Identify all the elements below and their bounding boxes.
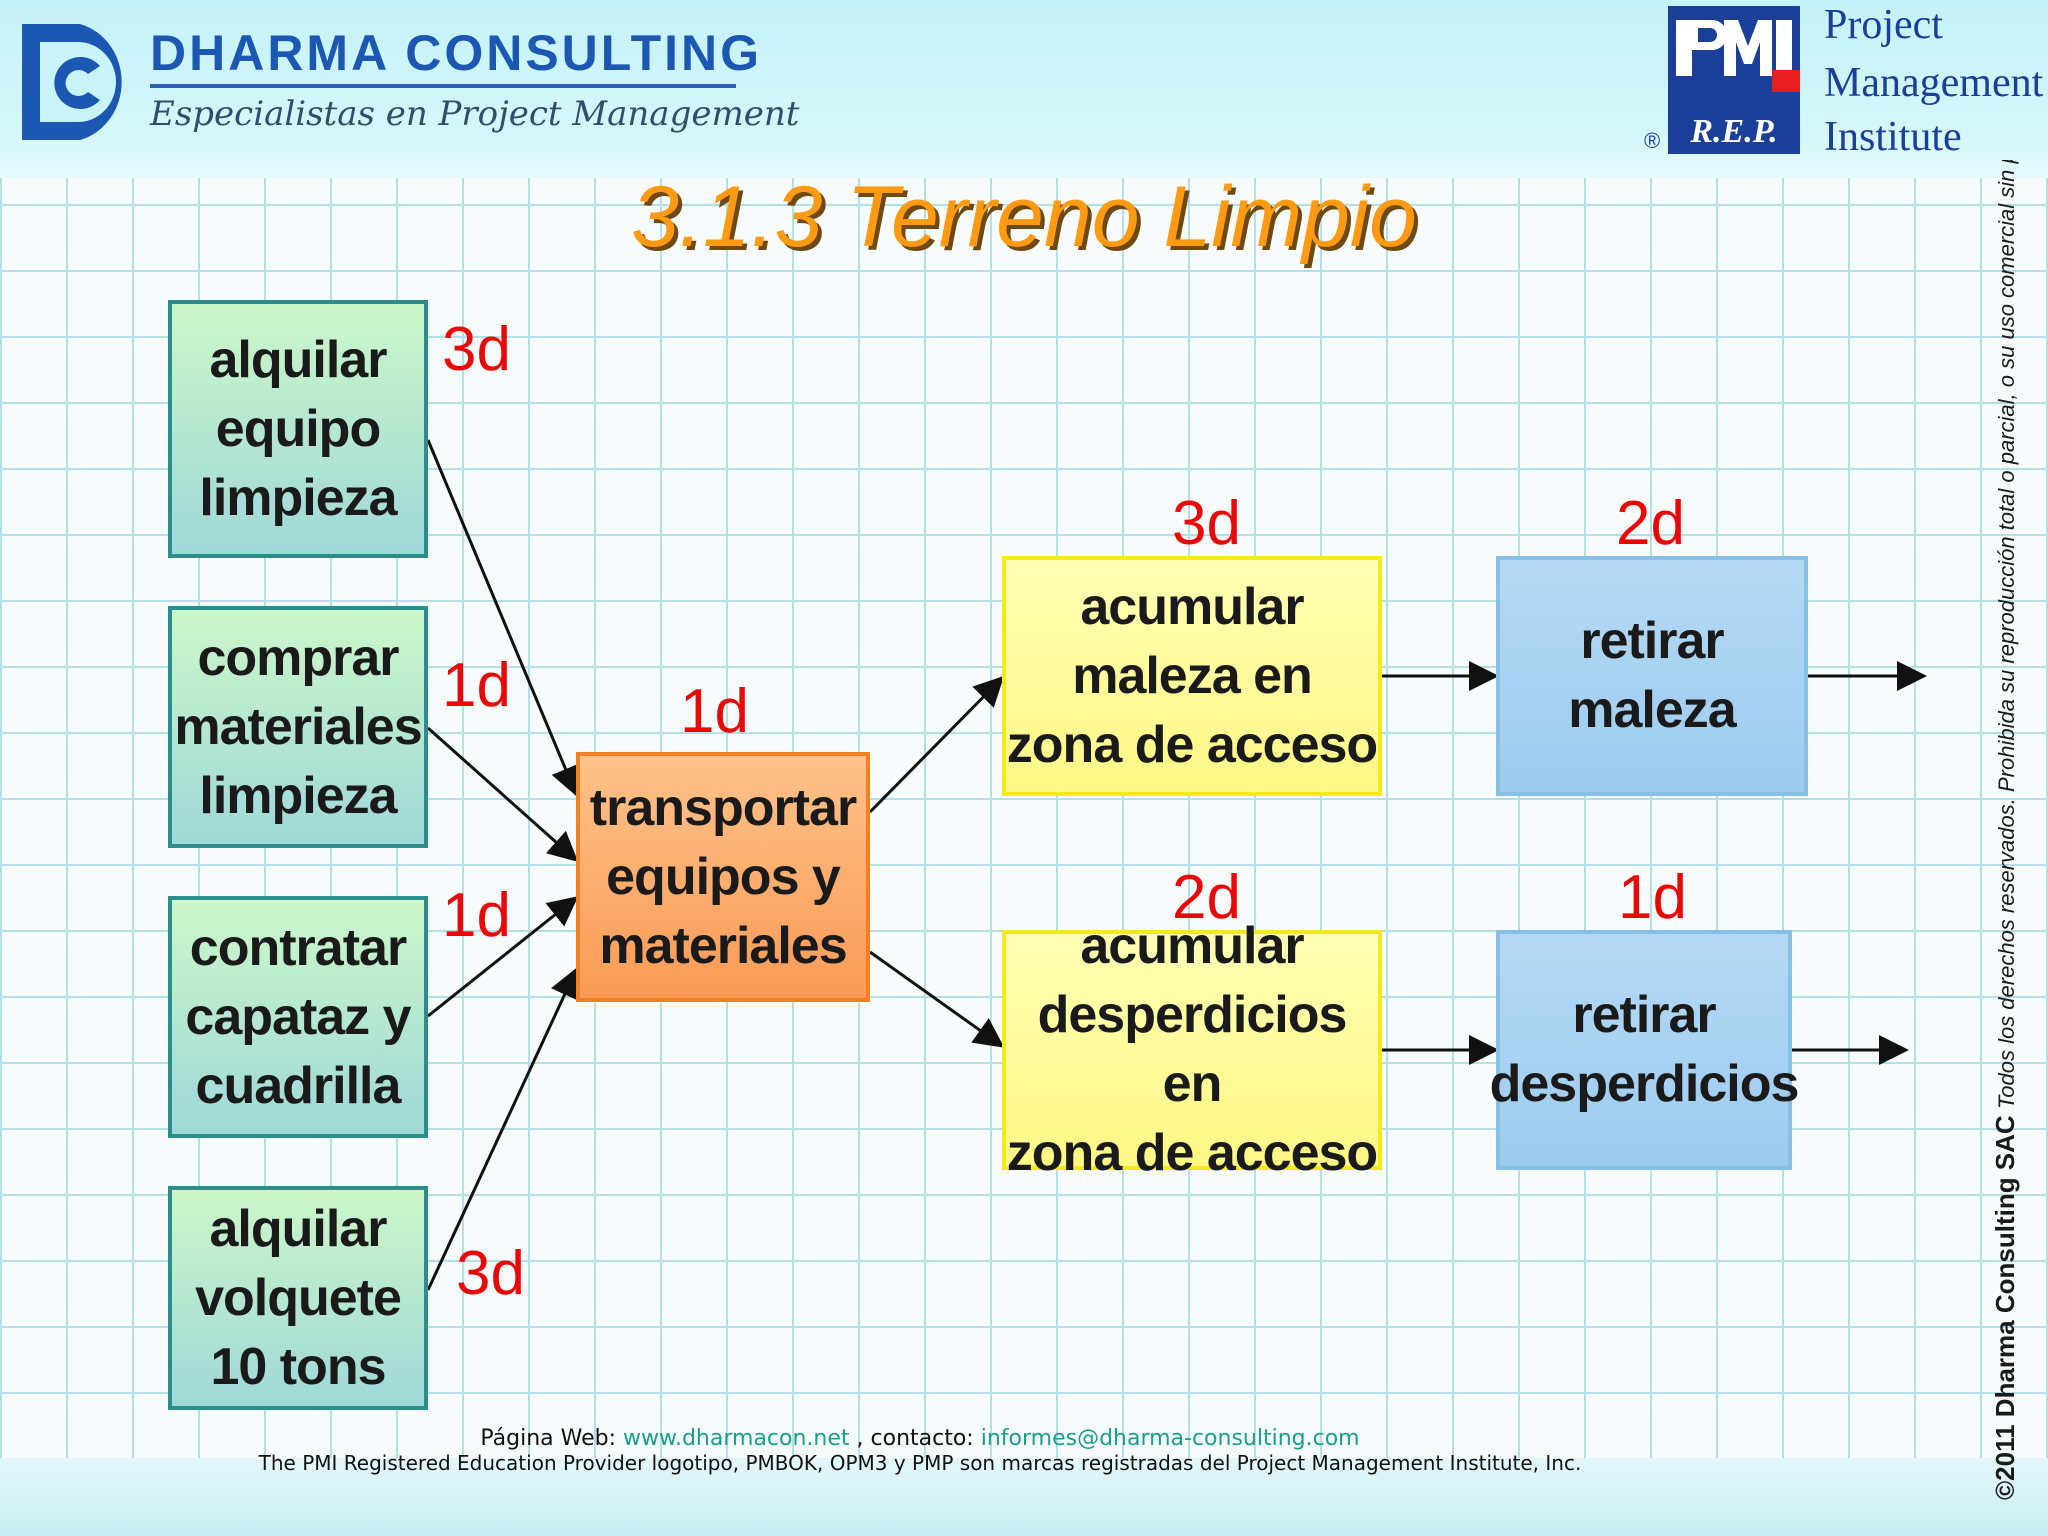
duration-label: 3d xyxy=(1172,489,1241,558)
dharma-logo-icon xyxy=(22,24,122,140)
task-label: retirar maleza xyxy=(1568,612,1736,739)
copyright-year: ©2011 xyxy=(1990,1417,2020,1500)
task-label: transportar equipos y materiales xyxy=(589,778,857,975)
task-alquilar-equipo-limpieza[interactable]: alquilar equipo limpieza xyxy=(168,300,428,558)
copyright-company: Dharma Consulting SAC xyxy=(1990,1115,2020,1418)
arrow-volquete-to-transportar xyxy=(426,967,579,1291)
pmi-logo-icon: R.E.P. xyxy=(1668,6,1800,154)
task-label: retirar desperdicios xyxy=(1489,986,1800,1113)
arrow-transportar-to-acumular-desperdicios xyxy=(869,950,1005,1048)
footer-contact: Página Web: www.dharmacon.net , contacto… xyxy=(0,1426,1840,1451)
duration-label: 1d xyxy=(1618,863,1687,932)
pmi-line-3: Institute xyxy=(1824,114,1962,160)
task-label: acumular maleza en zona de acceso xyxy=(1006,577,1378,774)
task-label: comprar materiales limpieza xyxy=(174,628,422,825)
company-name: DHARMA CONSULTING xyxy=(150,25,763,81)
task-contratar-capataz-cuadrilla[interactable]: contratar capataz y cuadrilla xyxy=(168,896,428,1138)
email-link[interactable]: informes@dharma-consulting.com xyxy=(980,1426,1360,1451)
task-alquilar-volquete[interactable]: alquilar volquete 10 tons xyxy=(168,1186,428,1410)
registered-mark: ® xyxy=(1644,128,1661,153)
footer-trademark: The PMI Registered Education Provider lo… xyxy=(258,1451,1582,1475)
contact-label: , contacto: xyxy=(849,1426,981,1451)
duration-label: 1d xyxy=(442,651,511,720)
task-label: alquilar volquete 10 tons xyxy=(195,1199,402,1396)
website-link[interactable]: www.dharmacon.net xyxy=(623,1426,850,1451)
task-acumular-maleza[interactable]: acumular maleza en zona de acceso xyxy=(1002,556,1382,796)
web-label: Página Web: xyxy=(480,1426,624,1451)
duration-label: 2d xyxy=(1616,489,1685,558)
task-label: acumular desperdicios en zona de acceso xyxy=(1006,917,1378,1182)
arrow-transportar-to-acumular-maleza xyxy=(868,675,1005,814)
copyright-text: Todos los derechos reservados. Prohibida… xyxy=(1994,160,2019,1116)
task-retirar-maleza[interactable]: retirar maleza xyxy=(1496,556,1808,796)
pmi-line-1: Project xyxy=(1824,2,1943,48)
company-tagline: Especialistas en Project Management xyxy=(150,94,800,134)
task-acumular-desperdicios[interactable]: acumular desperdicios en zona de acceso xyxy=(1002,917,1382,1182)
arrow-comprar-to-transportar xyxy=(427,726,579,862)
slide-title: 3.1.3 Terreno Limpio xyxy=(631,169,1417,265)
duration-label: 1d xyxy=(442,881,511,950)
footer-band xyxy=(0,1458,2048,1536)
svg-text:R.E.P.: R.E.P. xyxy=(1689,113,1777,150)
task-label: alquilar equipo limpieza xyxy=(199,330,397,527)
task-comprar-materiales-limpieza[interactable]: comprar materiales limpieza xyxy=(168,606,428,848)
arrow-alquilar-equipo-to-transportar xyxy=(426,439,580,797)
duration-label: 2d xyxy=(1172,863,1241,932)
duration-label: 3d xyxy=(456,1239,525,1308)
arrow-contratar-to-transportar xyxy=(427,896,579,1018)
task-retirar-desperdicios[interactable]: retirar desperdicios xyxy=(1490,930,1799,1170)
copyright-notice: ©2011 Dharma Consulting SAC Todos los de… xyxy=(1990,160,2021,1500)
duration-label: 1d xyxy=(680,677,749,746)
duration-label: 3d xyxy=(442,315,511,384)
task-transportar-equipos[interactable]: transportar equipos y materiales xyxy=(576,752,870,1002)
task-label: contratar capataz y cuadrilla xyxy=(185,918,411,1115)
divider xyxy=(150,84,736,88)
pmi-line-2: Management xyxy=(1824,60,2044,106)
